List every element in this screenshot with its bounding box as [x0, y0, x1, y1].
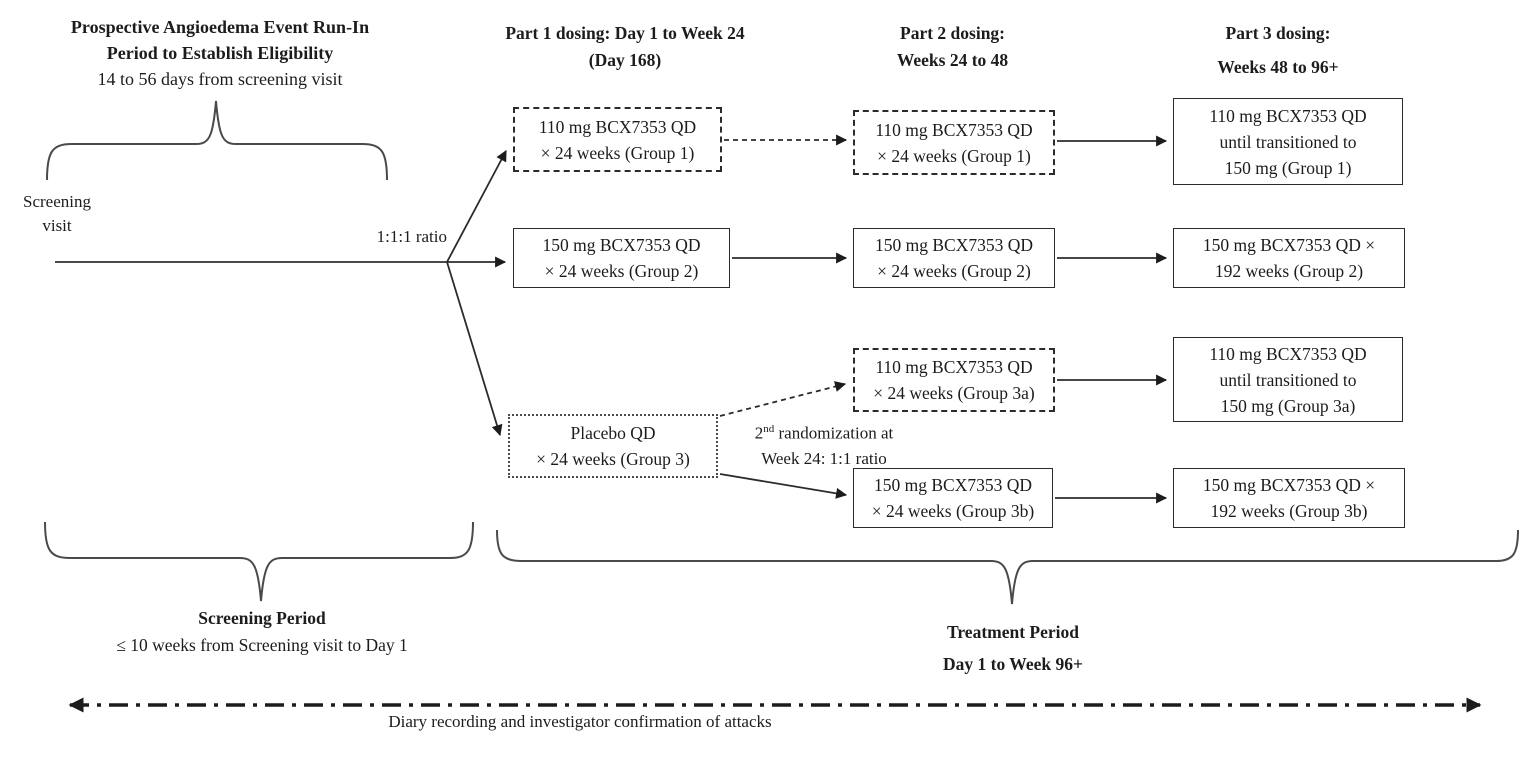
second-randomization-sup: nd — [763, 423, 775, 435]
arrow-placebo-group3b — [719, 473, 848, 499]
box-line: 150 mg BCX7353 QD × — [1202, 475, 1376, 495]
treatment-period-title: Treatment Period — [946, 622, 1080, 642]
box-line: 110 mg BCX7353 QD — [538, 116, 697, 137]
box-line: Placebo QD — [570, 423, 656, 443]
screening-period-title: Screening Period — [198, 608, 326, 628]
treatment-period-brace — [496, 529, 1519, 605]
box-part1-group3-placebo: Placebo QD × 24 weeks (Group 3) — [508, 414, 718, 478]
fork-arrow-group1 — [446, 150, 507, 263]
runin-subtitle: 14 to 56 days from screening visit — [97, 69, 343, 89]
part3-header-line2: Weeks 48 to 96+ — [1217, 57, 1339, 77]
second-randomization-line1: 2nd randomization at — [728, 417, 920, 446]
box-line: × 24 weeks (Group 2) — [544, 261, 699, 281]
box-line: 110 mg BCX7353 QD — [1209, 105, 1367, 126]
second-randomization-rest: randomization at — [774, 423, 894, 443]
box-part2-group2: 150 mg BCX7353 QD × 24 weeks (Group 2) — [853, 228, 1055, 288]
screening-period-detail: ≤ 10 weeks from Screening visit to Day 1 — [116, 635, 408, 655]
part3-header-line1: Part 3 dosing: — [1225, 23, 1331, 43]
second-randomization-line2: Week 24: 1:1 ratio — [761, 448, 887, 468]
treatment-period-detail: Day 1 to Week 96+ — [943, 654, 1083, 674]
randomization-ratio-label: 1:1:1 ratio — [376, 227, 447, 246]
screening-visit-line1: Screening — [23, 192, 91, 211]
box-line: 192 weeks (Group 3b) — [1210, 501, 1368, 521]
arrow-placebo-group3a — [719, 381, 847, 417]
runin-period-title: Prospective Angioedema Event Run-In Peri… — [40, 14, 400, 92]
box-part1-group2: 150 mg BCX7353 QD × 24 weeks (Group 2) — [513, 228, 730, 288]
box-part3-group3a: 110 mg BCX7353 QD until transitioned to … — [1173, 337, 1403, 422]
part1-header-line1: Part 1 dosing: Day 1 to Week 24 — [505, 23, 745, 43]
box-part2-group3a: 110 mg BCX7353 QD × 24 weeks (Group 3a) — [853, 348, 1055, 412]
treatment-period-label: Treatment Period Day 1 to Week 96+ — [813, 616, 1213, 680]
box-line: 110 mg BCX7353 QD — [875, 119, 1033, 140]
runin-title-line2: Period to Establish Eligibility — [106, 43, 334, 63]
box-line: × 24 weeks (Group 1) — [540, 142, 695, 163]
box-line: 150 mg (Group 1) — [1224, 157, 1352, 178]
diary-recording-caption: Diary recording and investigator confirm… — [388, 712, 772, 731]
part3-header: Part 3 dosing: Weeks 48 to 96+ — [1158, 16, 1398, 84]
box-part1-group1: 110 mg BCX7353 QD × 24 weeks (Group 1) — [513, 107, 722, 172]
part1-header-line2: (Day 168) — [588, 50, 662, 70]
fork-arrow-group3 — [446, 261, 503, 437]
box-part3-group2: 150 mg BCX7353 QD × 192 weeks (Group 2) — [1173, 228, 1405, 288]
box-line: × 24 weeks (Group 3b) — [871, 501, 1035, 521]
screening-period-label: Screening Period ≤ 10 weeks from Screeni… — [62, 605, 462, 659]
part2-header-line1: Part 2 dosing: — [900, 23, 1005, 43]
box-line: × 24 weeks (Group 3a) — [873, 383, 1035, 403]
runin-title-line1: Prospective Angioedema Event Run-In — [70, 17, 370, 37]
screening-period-brace — [44, 521, 474, 602]
part2-header: Part 2 dosing: Weeks 24 to 48 — [830, 20, 1075, 74]
box-line: × 24 weeks (Group 3) — [536, 449, 690, 469]
box-line: 150 mg (Group 3a) — [1220, 395, 1356, 416]
box-part2-group3b: 150 mg BCX7353 QD × 24 weeks (Group 3b) — [853, 468, 1053, 528]
box-line: until transitioned to — [1219, 369, 1357, 390]
box-line: 150 mg BCX7353 QD — [874, 475, 1032, 495]
box-line: 150 mg BCX7353 QD — [542, 235, 701, 255]
box-part2-group1: 110 mg BCX7353 QD × 24 weeks (Group 1) — [853, 110, 1055, 175]
screening-visit-line2: visit — [42, 216, 72, 235]
box-line: 110 mg BCX7353 QD — [875, 357, 1033, 377]
box-part3-group3b: 150 mg BCX7353 QD × 192 weeks (Group 3b) — [1173, 468, 1405, 528]
box-line: × 24 weeks (Group 1) — [877, 145, 1031, 166]
box-line: × 24 weeks (Group 2) — [877, 261, 1031, 281]
part2-header-line2: Weeks 24 to 48 — [896, 50, 1009, 70]
box-line: 150 mg BCX7353 QD — [875, 235, 1033, 255]
box-line: 150 mg BCX7353 QD × — [1202, 235, 1376, 255]
second-randomization-note: 2nd randomization at Week 24: 1:1 ratio — [728, 417, 920, 471]
box-part3-group1: 110 mg BCX7353 QD until transitioned to … — [1173, 98, 1403, 185]
second-randomization-num: 2 — [754, 423, 764, 443]
runin-brace — [46, 100, 388, 181]
box-line: until transitioned to — [1219, 131, 1357, 152]
screening-visit-label: Screening visit — [14, 190, 100, 238]
box-line: 192 weeks (Group 2) — [1214, 261, 1364, 281]
part1-header: Part 1 dosing: Day 1 to Week 24 (Day 168… — [470, 20, 780, 74]
box-line: 110 mg BCX7353 QD — [1209, 343, 1367, 364]
